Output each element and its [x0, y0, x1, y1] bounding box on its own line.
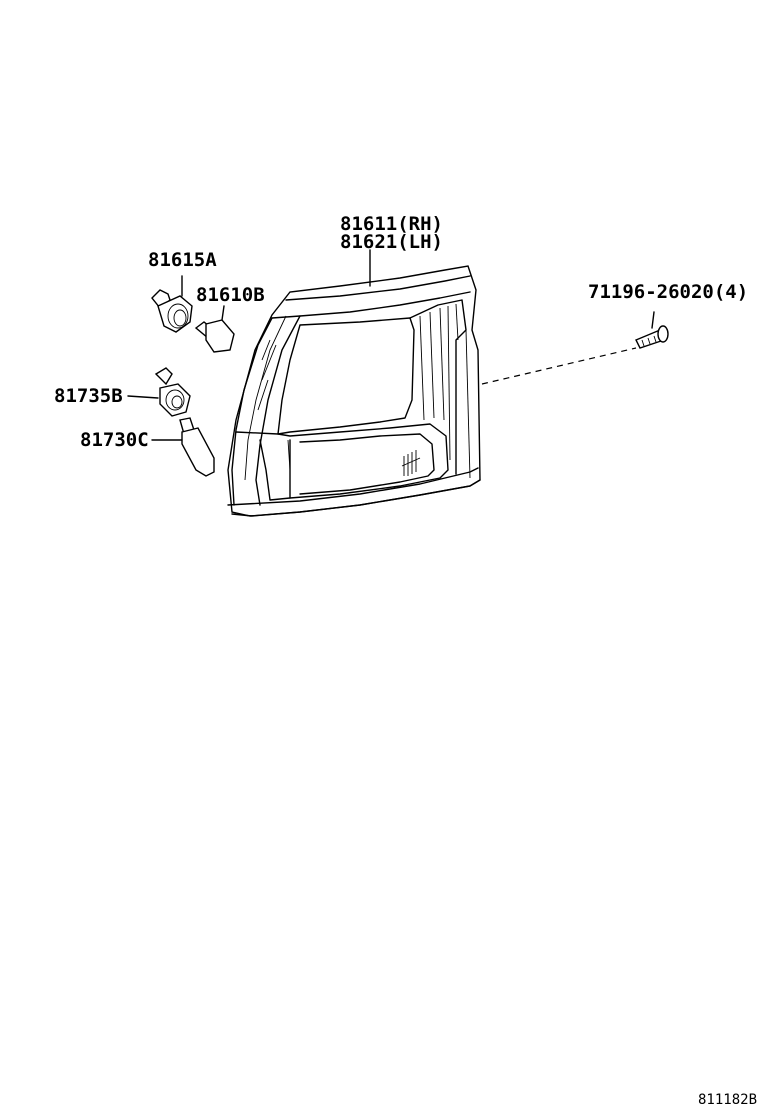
lens-rh-label: 81611(RH) [340, 213, 443, 235]
socket-81615a[interactable] [151, 275, 193, 333]
lens-lh-label: 81621(LH) [340, 231, 443, 253]
socket-b-label: 81735B [54, 385, 123, 407]
figure-id: 811182B [698, 1092, 757, 1108]
screw-guide-line [481, 347, 637, 385]
bulb-b-label: 81610B [196, 284, 265, 306]
socket-a-label: 81615A [148, 249, 217, 271]
socket-81735b[interactable] [127, 367, 191, 417]
bulb-81730c[interactable] [151, 417, 215, 477]
screw-label: 71196-26020(4) [588, 281, 748, 303]
screw[interactable] [635, 311, 669, 349]
bulb-c-label: 81730C [80, 429, 149, 451]
clearance-lamp-lens[interactable] [227, 249, 481, 517]
bulb-81610b[interactable] [194, 305, 235, 353]
